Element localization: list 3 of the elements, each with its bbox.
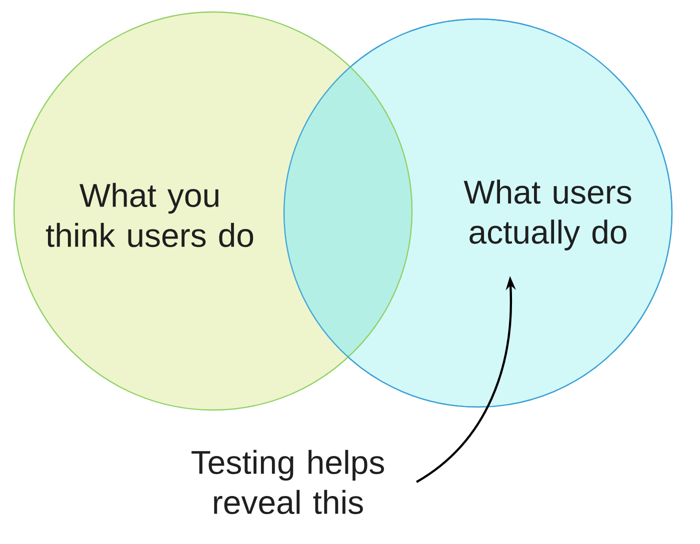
annotation-text: Testing helps reveal this	[192, 450, 384, 514]
circle-label: What users actually do	[464, 180, 632, 250]
circle-label: What you think users do	[46, 182, 254, 248]
